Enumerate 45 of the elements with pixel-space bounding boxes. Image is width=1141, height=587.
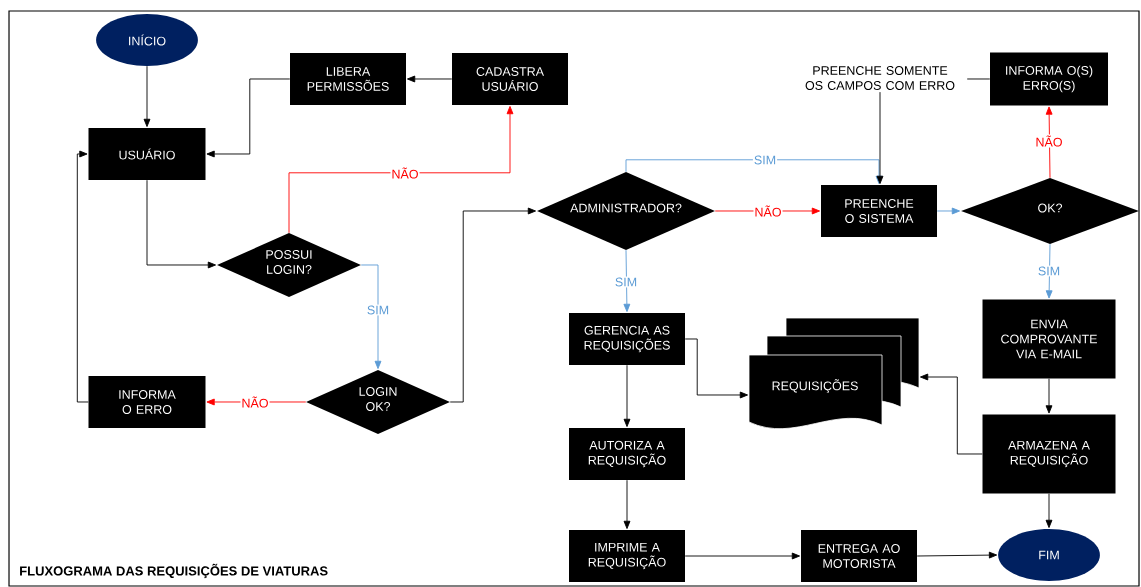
arrow — [143, 65, 151, 127]
edge-label: NÃO — [753, 204, 783, 218]
arrow — [76, 150, 89, 403]
edge-label: NÃO — [390, 166, 420, 180]
process-box: CADASTRA USUÁRIO — [452, 53, 568, 105]
diagram-title: FLUXOGRAMA DAS REQUISIÇÕES DE VIATURAS — [20, 563, 328, 579]
arrow — [1045, 106, 1053, 179]
arrow — [876, 91, 884, 184]
arrow — [146, 179, 216, 269]
arrow — [916, 551, 998, 559]
arrow — [623, 479, 631, 529]
process-box: INFORMA O(S) ERRO(S) — [990, 52, 1108, 106]
edge-label: SIM — [365, 304, 391, 316]
process-box: USUÁRIO — [88, 128, 206, 180]
arrow — [407, 75, 453, 83]
arrow — [206, 78, 291, 158]
arrow — [449, 207, 537, 403]
process-box: IMPRIME A REQUISIÇÃO — [569, 530, 685, 582]
document-stack-drawing: REQUISIÇÕES — [748, 317, 920, 430]
connector-line — [966, 78, 991, 80]
process-box: INFORMA O ERRO — [88, 376, 206, 428]
arrow — [360, 264, 382, 369]
arrow — [684, 552, 801, 560]
arrow — [623, 249, 631, 312]
arrow — [1045, 493, 1053, 528]
edge-label: NÃO — [240, 395, 270, 409]
annotation-text: PREENCHE SOMENTE OS CAMPOS COM ERRO — [805, 66, 955, 90]
process-box: ARMAZENA A REQUISIÇÃO — [982, 414, 1116, 494]
arrow — [1045, 243, 1053, 299]
edge-label: SIM — [613, 276, 639, 288]
arrow — [936, 207, 961, 215]
edge-label: SIM — [1036, 265, 1062, 277]
process-box: AUTORIZA A REQUISIÇÃO — [569, 428, 685, 480]
arrow — [920, 373, 983, 455]
process-box: ENTREGA AO MOTORISTA — [801, 530, 917, 582]
process-box: PREENCHE O SISTEMA — [821, 185, 937, 237]
process-box: GERENCIA AS REQUISIÇÕES — [569, 313, 685, 365]
edge-label: SIM — [752, 154, 778, 166]
arrow — [623, 364, 631, 427]
arrow — [684, 338, 748, 399]
arrow — [1045, 378, 1053, 414]
process-box: LIBERA PERMISSÕES — [290, 53, 406, 105]
process-box: ENVIA COMPROVANTE VIA E-MAIL — [982, 299, 1116, 379]
edge-label: NÃO — [1034, 134, 1064, 148]
arrow — [288, 106, 514, 234]
